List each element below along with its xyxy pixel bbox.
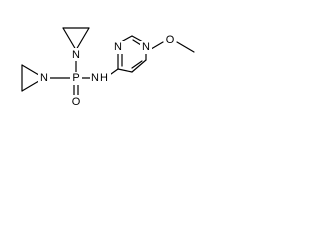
atom-bg-n-top <box>70 48 82 61</box>
atom-bg-ring-n-top <box>112 41 124 54</box>
bond-aziridine-top-n-c1 <box>62 27 77 51</box>
bond-nh-c4 <box>110 68 119 75</box>
atom-n-ring-right: N <box>142 41 150 53</box>
atom-label-layer: N N P O N H N N O <box>38 34 176 108</box>
atom-phosphorus: P <box>72 72 79 84</box>
atom-o-phosphoryl: O <box>72 96 81 108</box>
bond-aziridine-top-n-c2 <box>75 27 90 51</box>
atom-n-aziridine-left: N <box>40 72 48 84</box>
bond-c6-c5 <box>131 59 147 73</box>
chemical-structure-figure: N N P O N H N N O <box>0 0 212 127</box>
bond-c2-n1-inner <box>132 39 142 46</box>
atom-bg-o-methoxy <box>164 34 176 47</box>
atom-n-aziridine-top: N <box>72 49 80 61</box>
atom-bg-o-phosphoryl <box>70 95 82 108</box>
molecule-structure: N N P O N H N N O <box>21 27 195 108</box>
bond-c6-c5-inner <box>131 60 143 69</box>
atom-o-methoxy: O <box>166 34 175 46</box>
bond-c5-c4 <box>117 68 133 73</box>
atom-bg-ring-n-right <box>140 41 152 54</box>
atom-bg-p <box>70 72 82 85</box>
atom-bg-nh <box>90 72 111 85</box>
atom-n-ring-top: N <box>114 41 122 53</box>
atom-bg-n-left <box>38 72 50 85</box>
bond-o-ch3 <box>176 41 195 53</box>
atom-n-amide: N <box>91 72 99 84</box>
atom-h-amide: H <box>100 72 108 84</box>
